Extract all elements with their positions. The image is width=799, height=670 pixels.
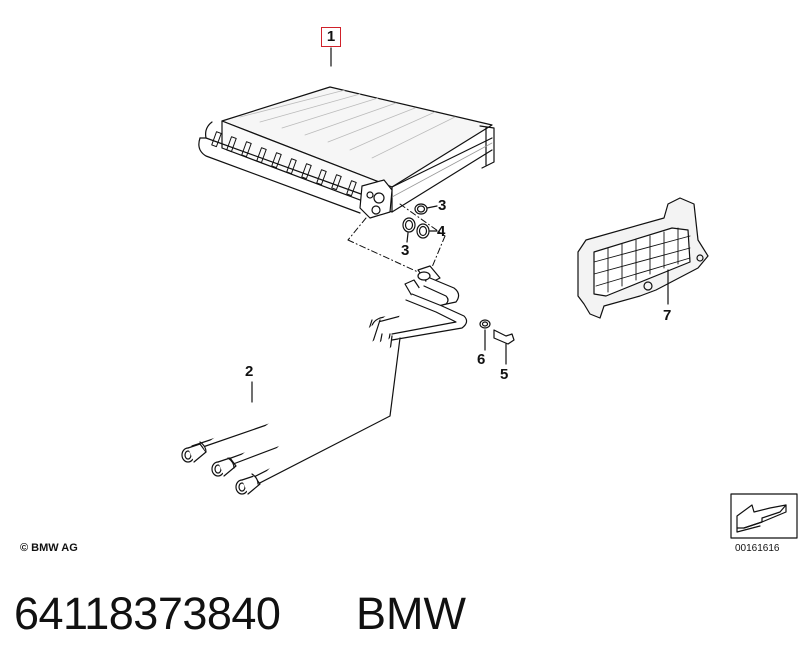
assembly-leaders [347, 203, 446, 273]
arrow-box-icon [730, 493, 798, 539]
callout-1-heater-core[interactable]: 1 [321, 27, 341, 47]
callout-6-washer[interactable]: 6 [477, 351, 486, 368]
pipes-drawing [181, 265, 468, 495]
callout-4-seal-ring[interactable]: 4 [437, 223, 446, 240]
bracket-drawing [577, 197, 709, 319]
copyright-text: © BMW AG [20, 542, 78, 554]
callout-2-pipes[interactable]: 2 [245, 363, 254, 380]
callout-7-bracket[interactable]: 7 [663, 307, 672, 324]
callout-5-screw[interactable]: 5 [500, 366, 509, 383]
part-number: 64118373840 [14, 588, 281, 639]
brand-name: BMW [356, 588, 466, 639]
callout-3-seal-ring-upper[interactable]: 3 [438, 197, 447, 214]
seal-rings-drawing [402, 203, 438, 243]
screw-washer-drawing [479, 319, 515, 365]
image-code: 00161616 [735, 543, 780, 554]
callout-3-seal-ring-lower[interactable]: 3 [401, 242, 410, 259]
heater-core-drawing [198, 86, 495, 219]
